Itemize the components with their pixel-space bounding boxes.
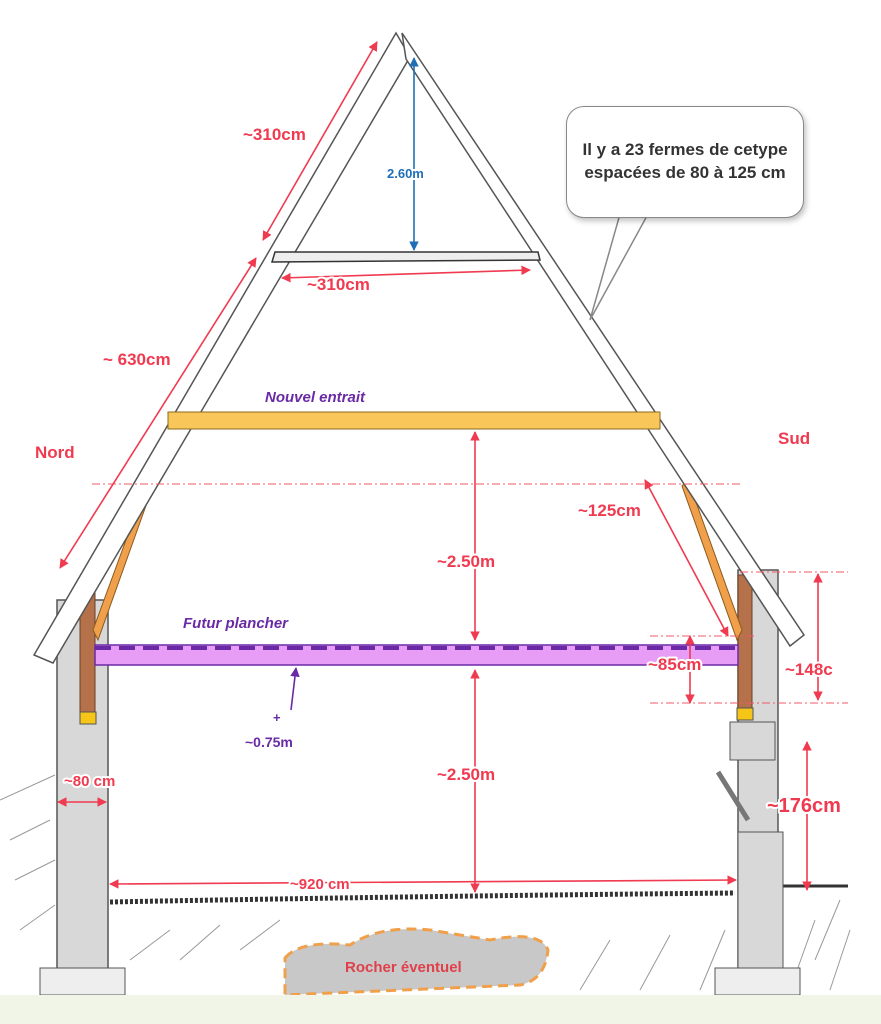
label-brace-length: ~125cm xyxy=(578,501,641,520)
orientation-south: Sud xyxy=(778,429,810,448)
note-bubble-tail xyxy=(589,213,650,321)
label-lower-height: ~2.50m xyxy=(437,765,495,784)
upper-collar-tie xyxy=(270,251,541,263)
label-floor-offset-plus: + xyxy=(273,710,281,725)
label-new-tie: Nouvel entrait xyxy=(265,389,366,406)
label-rafter-upper: ~310cm xyxy=(243,125,306,144)
south-wall xyxy=(714,569,801,996)
note-bubble: Il y a 23 fermes de cetype espacées de 8… xyxy=(566,106,804,218)
footer-bar xyxy=(0,995,881,1024)
label-floor-offset: ~0.75m xyxy=(245,734,293,750)
label-top-height: 2.60m xyxy=(387,166,424,181)
north-post-base xyxy=(79,711,97,725)
south-post xyxy=(737,574,753,709)
south-post-base xyxy=(736,707,754,721)
label-inner-width: ~920 cm xyxy=(290,876,350,893)
note-text: Il y a 23 fermes de cetype espacées de 8… xyxy=(582,140,788,182)
floor-offset-arrow xyxy=(290,667,300,711)
north-rafter xyxy=(32,31,411,664)
ground-line xyxy=(109,890,736,905)
orientation-north: Nord xyxy=(35,443,75,462)
label-future-floor: Futur plancher xyxy=(183,615,289,632)
new-tie-beam xyxy=(167,411,661,430)
dimension-arrows xyxy=(57,41,823,893)
guide-lines xyxy=(92,483,848,704)
label-wall-thickness: ~80 cm xyxy=(64,773,115,790)
label-knee-wall-148: ~148c xyxy=(785,660,833,679)
label-knee-wall-85: ~85cm xyxy=(648,655,701,674)
label-south-wall-height: ~176cm xyxy=(767,795,841,817)
label-collar-width: ~310cm xyxy=(307,275,370,294)
label-upper-height: ~2.50m xyxy=(437,552,495,571)
label-rafter-total: ~ 630cm xyxy=(103,350,171,369)
rock-area xyxy=(283,927,550,997)
label-rock: Rocher éventuel xyxy=(345,959,462,976)
